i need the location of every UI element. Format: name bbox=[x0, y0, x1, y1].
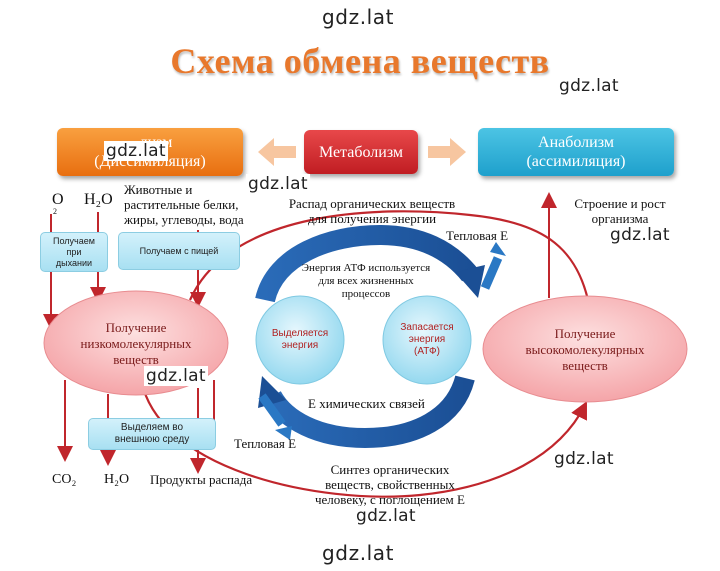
page-title: Схема обмена веществ bbox=[170, 41, 550, 81]
watermark: gdz.lat bbox=[608, 225, 672, 245]
blue-arc-top-head bbox=[455, 265, 485, 298]
anabolism-sublabel: (ассимиляция) bbox=[526, 153, 626, 170]
blue-arc-top bbox=[255, 224, 478, 303]
atp-use-label: Энергия АТФ используется для всех жизнен… bbox=[301, 262, 431, 300]
watermark: gdz.lat bbox=[246, 174, 310, 194]
watermark: gdz.lat bbox=[552, 449, 616, 469]
breath-box: Получаем при дыхании bbox=[40, 232, 108, 272]
food-text: Животные и растительные белки, жиры, угл… bbox=[124, 182, 244, 227]
heat-arrow-bottom-head bbox=[275, 426, 292, 440]
o2-label: O bbox=[52, 191, 64, 208]
watermark: gdz.lat bbox=[104, 141, 168, 161]
release-circle-label: Выделяется энергия bbox=[271, 328, 329, 351]
o2-subscript: 2 bbox=[53, 207, 57, 216]
watermark: gdz.lat bbox=[557, 76, 621, 96]
block-arrow-right bbox=[428, 138, 466, 166]
build-label: Строение и рост организма bbox=[574, 196, 666, 226]
watermark: gdz.lat bbox=[354, 506, 418, 526]
excrete-box: Выделяем во внешнюю среду bbox=[88, 418, 216, 450]
anabolism-box: Анаболизм (ассимиляция) bbox=[478, 128, 674, 176]
watermark: gdz.lat bbox=[320, 541, 397, 565]
metabolism-label: Метаболизм bbox=[318, 143, 404, 161]
right-ellipse bbox=[482, 295, 688, 403]
h2o-input-label: H₂O bbox=[84, 191, 113, 208]
heat-top-label: Тепловая Е bbox=[446, 228, 509, 243]
h2o-output-label: H₂O bbox=[104, 472, 130, 487]
food-box: Получаем с пищей bbox=[118, 232, 240, 270]
decomp-label: Распад органических веществ для получени… bbox=[288, 196, 456, 226]
metabolism-box: Метаболизм bbox=[304, 130, 418, 174]
blue-arc-bottom bbox=[263, 375, 475, 449]
block-arrow-left bbox=[258, 138, 296, 166]
heat-arrow-top-head bbox=[490, 242, 506, 256]
heat-arrow-bottom bbox=[258, 393, 286, 427]
release-circle bbox=[255, 295, 345, 385]
left-ellipse-label: Получение низкомолекулярных веществ bbox=[80, 320, 192, 367]
chem-bonds-label: Е химических связей bbox=[308, 396, 425, 411]
store-circle bbox=[382, 295, 472, 385]
store-circle-label: Запасается энергия (АТФ) bbox=[400, 322, 454, 357]
right-ellipse-label: Получение высокомолекулярных веществ bbox=[525, 326, 645, 373]
watermark: gdz.lat bbox=[320, 5, 397, 29]
anabolism-label: Анаболизм bbox=[538, 134, 614, 151]
heat-arrow-top bbox=[480, 256, 503, 290]
co2-output-label: CO₂ bbox=[52, 472, 77, 487]
watermark: gdz.lat bbox=[144, 366, 208, 386]
products-output-label: Продукты распада bbox=[150, 472, 253, 487]
heat-bottom-label: Тепловая Е bbox=[234, 436, 297, 451]
synthesis-label: Синтез органических веществ, свойственны… bbox=[315, 462, 465, 507]
big-loop-top bbox=[188, 210, 590, 301]
